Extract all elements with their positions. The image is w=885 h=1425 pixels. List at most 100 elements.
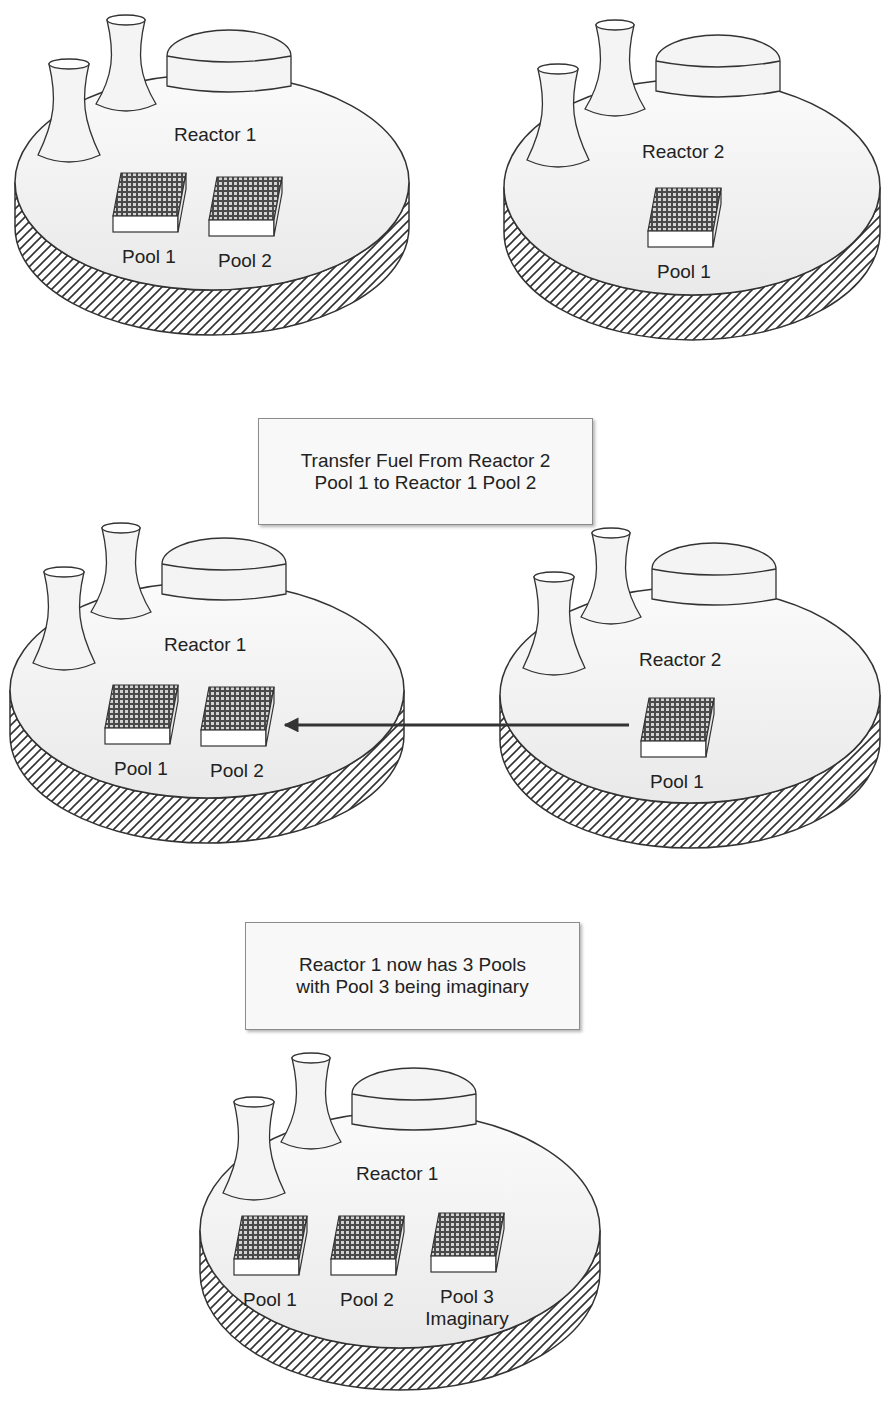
cooling-tower bbox=[38, 64, 100, 162]
label-text: Reactor 1 now has 3 Pools with Pool 3 be… bbox=[287, 954, 538, 998]
cooling-tower bbox=[523, 577, 585, 675]
label-holder: Reactor 1 bbox=[356, 1163, 438, 1185]
tower-rim bbox=[49, 59, 89, 69]
fuel-pool: Pool 1 bbox=[629, 697, 725, 793]
pool-side bbox=[266, 687, 274, 746]
tower-rim bbox=[234, 1097, 274, 1107]
containment-dome bbox=[352, 1068, 476, 1130]
dome-rim bbox=[652, 569, 776, 575]
label-holder: Reactor 1 bbox=[164, 634, 246, 656]
containment-dome bbox=[162, 538, 286, 600]
pool-side bbox=[170, 685, 178, 744]
tower-rim bbox=[592, 528, 630, 538]
containment-dome bbox=[167, 30, 291, 92]
label-text: Pool 1 bbox=[629, 771, 725, 793]
fuel-pool: Pool 2 bbox=[189, 686, 285, 782]
pool-side bbox=[396, 1216, 404, 1275]
containment-dome bbox=[656, 35, 780, 97]
label-text: Reactor 2 bbox=[642, 141, 724, 163]
pool-icon bbox=[640, 697, 715, 759]
reactor-site: Reactor 2 Pool 1 bbox=[504, 79, 880, 340]
reactor-site: Reactor 1 Pool 1Pool 2Pool 3 Imaginary bbox=[200, 1112, 600, 1390]
pool-top bbox=[331, 1216, 404, 1259]
reactor-site: Reactor 2 Pool 1 bbox=[500, 587, 880, 848]
label-text: Pool 2 bbox=[197, 250, 293, 272]
pool-front bbox=[105, 728, 170, 744]
pool-top bbox=[641, 698, 714, 741]
pool-icon bbox=[430, 1212, 505, 1274]
label-text: Transfer Fuel From Reactor 2 Pool 1 to R… bbox=[288, 450, 563, 494]
cooling-tower bbox=[527, 69, 589, 167]
cooling-tower bbox=[96, 20, 156, 111]
pool-top bbox=[209, 177, 282, 220]
pool-icon bbox=[208, 176, 283, 238]
pool-icon bbox=[647, 187, 722, 249]
tower-rim bbox=[596, 20, 634, 30]
fuel-pool: Pool 1 bbox=[101, 172, 197, 268]
cooling-tower bbox=[91, 528, 151, 619]
reactor-site: Reactor 1 Pool 1Pool 2 bbox=[15, 74, 409, 335]
pool-side bbox=[299, 1216, 307, 1275]
pool-icon bbox=[112, 172, 187, 234]
label-text: Pool 2 bbox=[319, 1289, 415, 1311]
pool-front bbox=[234, 1259, 299, 1275]
pool-front bbox=[648, 231, 713, 247]
label-holder: Reactor 2 bbox=[642, 141, 724, 163]
containment-dome bbox=[652, 543, 776, 605]
label-holder: Reactor 1 bbox=[174, 124, 256, 146]
pool-front bbox=[201, 730, 266, 746]
note-box: Transfer Fuel From Reactor 2 Pool 1 to R… bbox=[258, 418, 593, 525]
cooling-tower bbox=[223, 1102, 285, 1200]
reactor-site: Reactor 1 Pool 1Pool 2 bbox=[10, 582, 404, 843]
pool-front bbox=[641, 741, 706, 757]
pool-top bbox=[105, 685, 178, 728]
pool-top bbox=[648, 188, 721, 231]
label-text: Reactor 1 bbox=[164, 634, 246, 656]
pool-side bbox=[178, 173, 186, 232]
fuel-pool: Pool 1 bbox=[636, 187, 732, 283]
dome-rim bbox=[352, 1094, 476, 1100]
fuel-pool: Pool 2 bbox=[319, 1215, 415, 1311]
pool-icon bbox=[104, 684, 179, 746]
label-text: Reactor 1 bbox=[174, 124, 256, 146]
cooling-tower bbox=[585, 25, 645, 116]
label-text: Pool 1 bbox=[93, 758, 189, 780]
pool-front bbox=[113, 216, 178, 232]
label-text: Pool 2 bbox=[189, 760, 285, 782]
label-text: Reactor 2 bbox=[639, 649, 721, 671]
dome-rim bbox=[656, 61, 780, 67]
fuel-pool: Pool 2 bbox=[197, 176, 293, 272]
pool-icon bbox=[233, 1215, 308, 1277]
pool-top bbox=[113, 173, 186, 216]
label-holder: Reactor 2 bbox=[639, 649, 721, 671]
tower-rim bbox=[538, 64, 578, 74]
pool-front bbox=[431, 1256, 496, 1272]
fuel-pool: Pool 3 Imaginary bbox=[419, 1212, 515, 1330]
pool-side bbox=[713, 188, 721, 247]
note-box: Reactor 1 now has 3 Pools with Pool 3 be… bbox=[245, 922, 580, 1030]
fuel-pool: Pool 1 bbox=[93, 684, 189, 780]
tower-rim bbox=[44, 567, 84, 577]
pool-top bbox=[201, 687, 274, 730]
label-text: Pool 1 bbox=[636, 261, 732, 283]
tower-rim bbox=[292, 1053, 330, 1063]
tower-rim bbox=[102, 523, 140, 533]
tower-rim bbox=[107, 15, 145, 25]
pool-side bbox=[706, 698, 714, 757]
dome-rim bbox=[162, 564, 286, 570]
label-text: Pool 3 Imaginary bbox=[419, 1286, 515, 1330]
pool-top bbox=[234, 1216, 307, 1259]
fuel-pool: Pool 1 bbox=[222, 1215, 318, 1311]
cooling-tower bbox=[281, 1058, 341, 1149]
dome-rim bbox=[167, 56, 291, 62]
pool-top bbox=[431, 1213, 504, 1256]
pool-front bbox=[331, 1259, 396, 1275]
pool-front bbox=[209, 220, 274, 236]
tower-rim bbox=[534, 572, 574, 582]
pool-icon bbox=[200, 686, 275, 748]
cooling-tower bbox=[33, 572, 95, 670]
label-text: Pool 1 bbox=[222, 1289, 318, 1311]
pool-side bbox=[496, 1213, 504, 1272]
pool-icon bbox=[330, 1215, 405, 1277]
